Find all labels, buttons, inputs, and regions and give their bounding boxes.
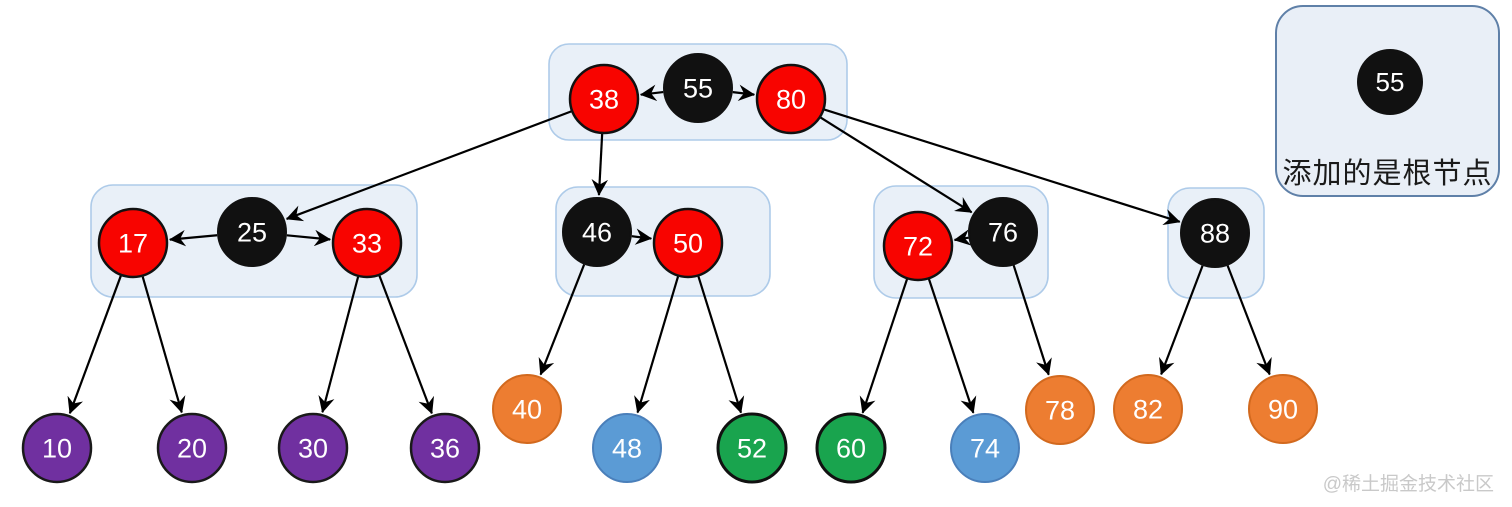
tree-node-label-55: 55	[683, 74, 713, 104]
tree-node-label-30: 30	[298, 434, 328, 464]
tree-node-38	[568, 63, 640, 135]
tree-node-label-46: 46	[582, 218, 612, 248]
tree-node-74	[950, 413, 1020, 483]
edge-arrow-80-to-76	[820, 116, 973, 214]
tree-node-label-88: 88	[1200, 219, 1230, 249]
edge-arrow-50-to-48	[634, 276, 680, 414]
tree-node-50	[652, 207, 724, 279]
tree-node-82	[1113, 374, 1183, 444]
tree-node-72	[882, 210, 954, 282]
tree-node-label-33: 33	[352, 229, 382, 259]
nodes-layer: 38 55 80 17 25 33 46 50 72 76 88 10 20 30 36 40 48 52 60 74…	[21, 53, 1318, 484]
edge-arrow-25-to-33	[286, 229, 331, 247]
tree-node-label-17: 17	[118, 229, 148, 259]
tree-node-label-76: 76	[988, 218, 1018, 248]
tree-node-label-74: 74	[970, 434, 1000, 464]
tree-node-55	[663, 53, 733, 123]
tree-node-label-78: 78	[1045, 396, 1075, 426]
tree-node-80	[755, 63, 827, 135]
tree-node-17	[97, 207, 169, 279]
watermark: @稀土掘金技术社区	[1322, 474, 1494, 495]
tree-node-60	[815, 412, 887, 484]
tree-node-label-52: 52	[737, 434, 767, 464]
edge-arrow-55-to-80	[732, 84, 756, 102]
edges-layer	[67, 84, 1272, 415]
edge-arrow-38-to-46	[591, 133, 609, 196]
edge-arrow-17-to-10	[67, 275, 122, 415]
tree-node-40	[492, 374, 562, 444]
edge-arrow-80-to-88	[824, 108, 1181, 225]
tree-node-33	[331, 207, 403, 279]
tree-node-48	[592, 413, 662, 483]
tree-node-76	[968, 197, 1038, 267]
edge-arrow-88-to-82	[1159, 265, 1204, 376]
tree-node-label-82: 82	[1133, 395, 1163, 425]
edge-arrow-76-to-72	[953, 229, 972, 246]
legend-card: 55 添加的是根节点	[1275, 5, 1500, 197]
tree-node-78	[1025, 375, 1095, 445]
tree-node-label-48: 48	[612, 434, 642, 464]
tree-node-label-25: 25	[237, 218, 267, 248]
tree-node-label-60: 60	[836, 434, 866, 464]
tree-node-label-80: 80	[776, 85, 806, 115]
tree-node-label-90: 90	[1268, 395, 1298, 425]
tree-node-label-38: 38	[589, 85, 619, 115]
tree-node-20	[156, 412, 228, 484]
legend-root-node: 55	[1357, 49, 1423, 115]
tree-node-label-36: 36	[430, 434, 460, 464]
tree-node-52	[716, 412, 788, 484]
tree-node-label-50: 50	[673, 229, 703, 259]
edge-arrow-17-to-20	[141, 276, 186, 414]
edge-arrow-25-to-17	[169, 229, 218, 247]
tree-node-30	[277, 412, 349, 484]
tree-node-90	[1248, 374, 1318, 444]
tree-node-10	[21, 412, 93, 484]
edge-arrow-50-to-52	[697, 276, 745, 414]
edge-arrow-55-to-38	[639, 84, 664, 102]
tree-node-88	[1180, 198, 1250, 268]
edge-arrow-46-to-40	[538, 264, 586, 376]
tree-node-label-20: 20	[177, 434, 207, 464]
tree-node-46	[562, 197, 632, 267]
edge-arrow-46-to-50	[631, 228, 653, 245]
edge-arrow-76-to-78	[1012, 264, 1052, 376]
tree-node-label-40: 40	[512, 395, 542, 425]
edge-arrow-33-to-36	[378, 275, 434, 415]
edge-arrow-38-to-25	[285, 110, 572, 222]
edge-arrow-72-to-74	[927, 278, 977, 414]
tree-node-36	[409, 412, 481, 484]
tree-node-25	[217, 197, 287, 267]
legend-caption: 添加的是根节点	[1282, 158, 1493, 190]
edge-arrow-33-to-30	[318, 276, 360, 414]
edge-arrow-88-to-90	[1226, 265, 1272, 376]
edge-arrow-72-to-60	[859, 278, 909, 414]
tree-node-label-72: 72	[903, 232, 933, 262]
tree-node-label-10: 10	[42, 434, 72, 464]
